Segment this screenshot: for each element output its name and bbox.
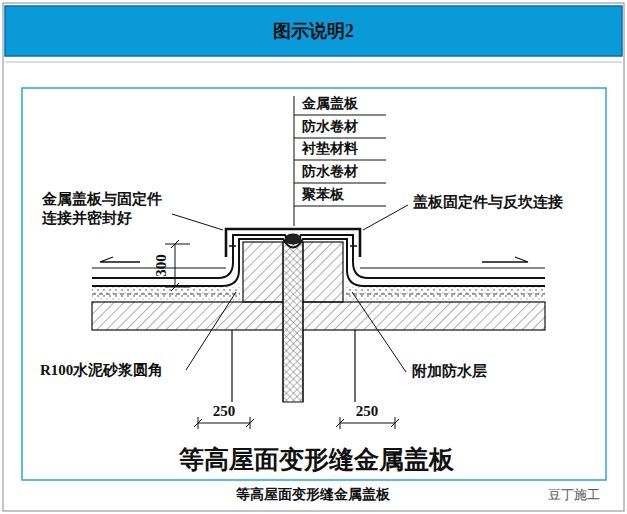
leader-line bbox=[172, 214, 223, 230]
part-label: 聚苯板 bbox=[302, 186, 344, 204]
waterproof-membrane bbox=[92, 235, 545, 278]
title-band: 图示说明2 bbox=[5, 6, 622, 56]
dimension-line bbox=[165, 240, 190, 291]
separator bbox=[5, 62, 622, 63]
insulation-left bbox=[92, 287, 240, 302]
drawing-frame bbox=[22, 88, 606, 480]
slab-right bbox=[303, 302, 545, 330]
caption: 等高屋面变形缝金属盖板 bbox=[236, 486, 390, 504]
beam-left bbox=[232, 330, 283, 402]
outer-frame bbox=[3, 3, 624, 511]
callout-note: 金属盖板与固定件 连接并密封好 bbox=[42, 190, 177, 228]
callout-note: 盖板固定件与反坎连接 bbox=[413, 193, 563, 212]
slope-arrow bbox=[482, 257, 528, 262]
insulation-right bbox=[346, 287, 545, 302]
drawing-title: 等高屋面变形缝金属盖板 bbox=[179, 444, 454, 475]
upstand-left bbox=[243, 242, 283, 302]
label-rule bbox=[294, 115, 386, 206]
part-label: 防水卷材 bbox=[302, 118, 358, 136]
callout-note: 附加防水层 bbox=[412, 362, 487, 381]
title: 图示说明2 bbox=[273, 19, 354, 43]
upstand-right bbox=[303, 242, 343, 302]
slope-arrow bbox=[100, 257, 140, 262]
beam-right bbox=[303, 330, 355, 402]
leader-line bbox=[352, 292, 406, 372]
part-label: 防水卷材 bbox=[302, 163, 358, 181]
fixing-clip bbox=[229, 245, 357, 247]
watermark: 豆丁施工 bbox=[548, 487, 600, 503]
leader-line bbox=[186, 292, 236, 370]
part-label: 金属盖板 bbox=[302, 95, 358, 113]
callout-note: R100水泥砂浆圆角 bbox=[40, 361, 163, 380]
polystyrene-board bbox=[283, 242, 303, 402]
dimension-label: 250 bbox=[356, 402, 379, 421]
slab-left bbox=[92, 302, 283, 330]
leader-line bbox=[363, 205, 408, 230]
dimension-label: 250 bbox=[213, 402, 236, 421]
dimension-label: 300 bbox=[152, 254, 171, 277]
metal-cover bbox=[226, 229, 360, 257]
backing-material bbox=[285, 234, 301, 244]
part-label: 衬垫材料 bbox=[302, 140, 358, 158]
drawing bbox=[3, 3, 624, 511]
layer-line bbox=[92, 294, 545, 295]
title-band bbox=[5, 6, 622, 56]
